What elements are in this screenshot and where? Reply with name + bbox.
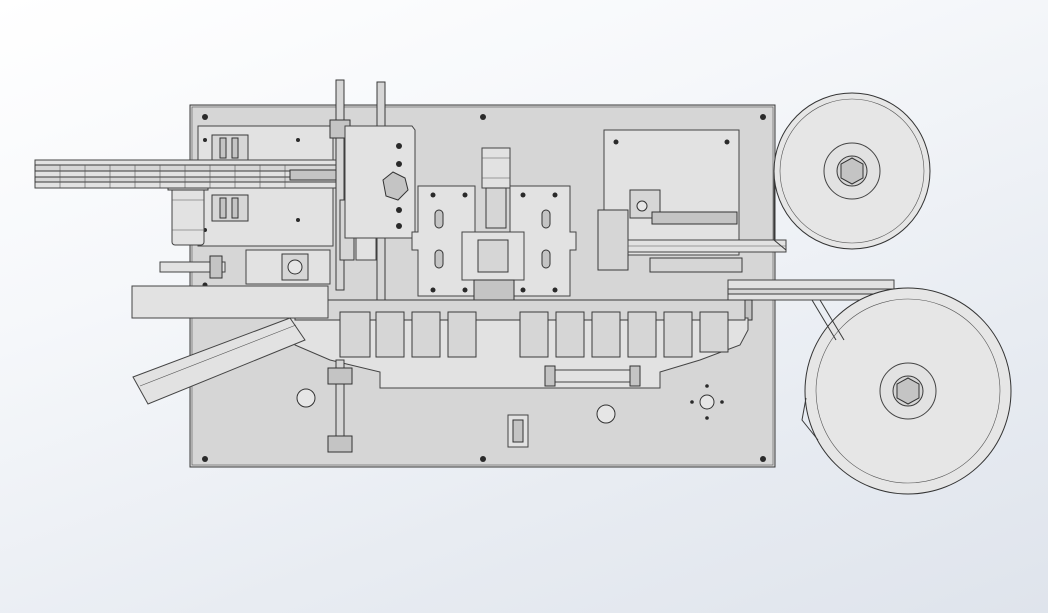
cam-plate <box>344 125 416 239</box>
slotted-plate-right <box>509 185 577 297</box>
lower-reel <box>801 287 1012 495</box>
drive-motor <box>167 181 209 246</box>
upper-reel <box>773 92 931 251</box>
upper-right-panel <box>597 129 740 271</box>
gauge-block <box>507 414 529 448</box>
lower-left-rod <box>327 359 353 453</box>
press-column <box>461 147 525 373</box>
reel-support-strut <box>811 299 845 341</box>
discharge-chute <box>131 285 329 405</box>
slotted-plate-left <box>411 185 476 297</box>
upper-conveyor-rail <box>627 239 787 273</box>
left-gearbox <box>159 249 331 285</box>
horizontal-cylinder <box>544 365 641 387</box>
left-feed-rail <box>34 159 351 189</box>
index-table <box>289 299 749 389</box>
